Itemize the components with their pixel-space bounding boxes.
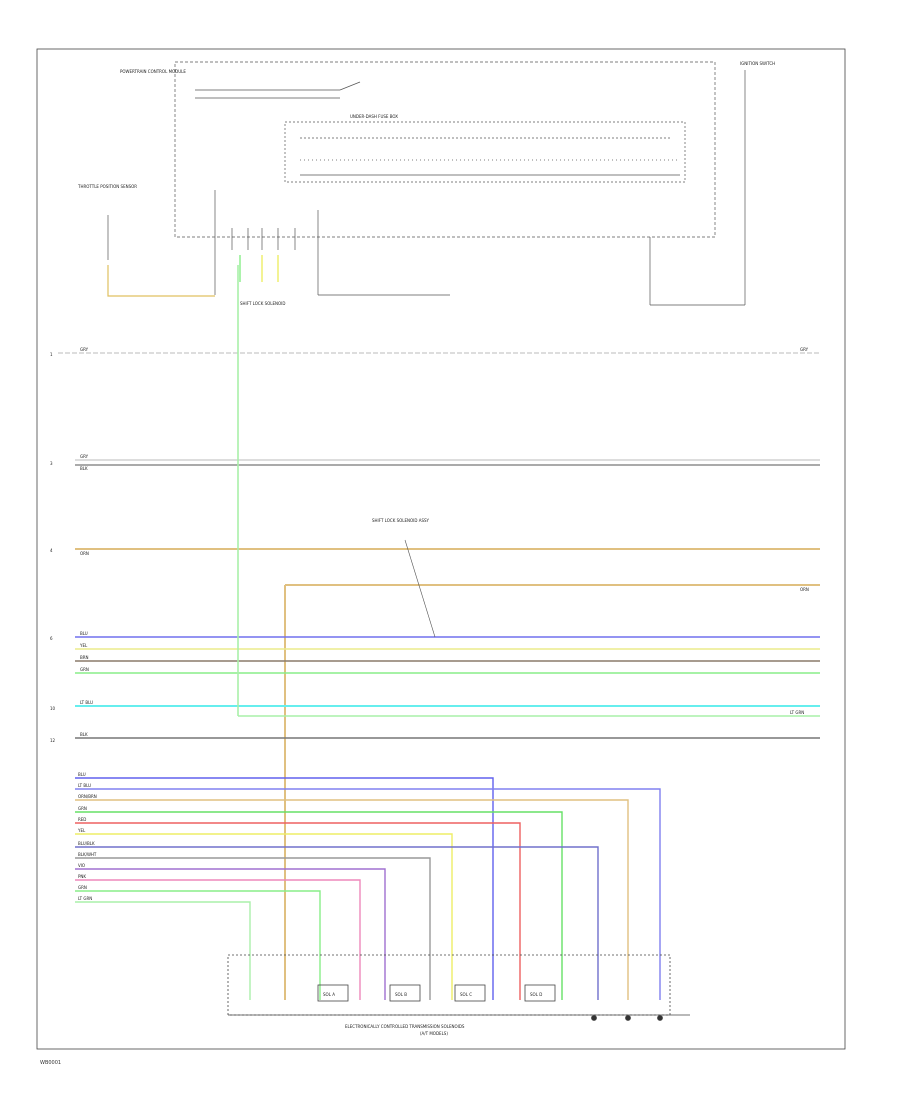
left-module-label: THROTTLE POSITION SENSOR: [77, 184, 137, 189]
top-right-label: IGNITION SWITCH: [740, 61, 775, 66]
page-id: WB0001: [40, 1060, 62, 1066]
lower-wire-label: RED: [78, 817, 86, 822]
solenoid-assembly: [227, 954, 690, 1021]
top-left-label: POWERTRAIN CONTROL MODULE: [120, 69, 186, 74]
bus-label: LT BLU: [80, 700, 93, 705]
solenoid-label: SOL D: [530, 992, 542, 997]
ground-point: [657, 1015, 663, 1021]
bus-label: ORN: [80, 551, 89, 556]
solenoid-box: [317, 984, 349, 1002]
short-stubs: [239, 255, 279, 282]
lower-wire-label: GRN: [78, 806, 87, 811]
lower-wire-label: BLU: [78, 772, 86, 777]
shift-lock-label: SHIFT LOCK SOLENOID: [240, 301, 285, 306]
solenoid-labels: SOL A SOL B SOL C SOL D: [323, 992, 542, 997]
lower-wire-labels: BLU LT BLU ORN/BRN GRN RED YEL BLU/BLK B…: [77, 772, 97, 901]
bus-lines: [58, 265, 820, 1000]
wire-note: SHIFT LOCK SOLENOID ASSY: [372, 518, 430, 523]
lower-wire-label: YEL: [77, 828, 86, 833]
control-module-box: [174, 61, 716, 238]
bus-label: BLU: [80, 631, 88, 636]
solenoid-box: [524, 984, 556, 1002]
bus-label: GRN: [80, 667, 89, 672]
fuse-box: [284, 121, 686, 183]
bus-label: BLK: [80, 732, 88, 737]
solenoid-label: SOL A: [323, 992, 335, 997]
solenoid-label: SOL C: [460, 992, 472, 997]
row-number: 4: [50, 548, 53, 553]
bus-label: LT GRN: [790, 710, 804, 715]
row-numbers: 1 3 4 6 10 12: [50, 352, 56, 743]
lower-wire-label: PNK: [78, 874, 86, 879]
ground-point: [625, 1015, 631, 1021]
bottom-component-label: ELECTRONICALLY CONTROLLED TRANSMISSION S…: [345, 1024, 465, 1029]
lower-wires: [75, 777, 661, 1000]
bus-label: BRN: [80, 655, 89, 660]
solenoid-box: [454, 984, 486, 1002]
row-number: 6: [50, 636, 53, 641]
lower-wire-label: LT GRN: [78, 896, 92, 901]
fuse-box-label: UNDER-DASH FUSE BOX: [350, 114, 398, 119]
sensor-wire: [107, 265, 215, 297]
lower-wire-label: LT BLU: [78, 783, 91, 788]
bus-label: GRY: [80, 454, 89, 459]
solenoid-housing: [227, 954, 671, 1016]
top-section: [107, 61, 746, 306]
lower-wire-label: BLU/BLK: [78, 841, 95, 846]
bus-label: GRY: [80, 347, 89, 352]
row-number: 3: [50, 461, 53, 466]
row-number: 10: [50, 706, 56, 711]
solenoid-label: SOL B: [395, 992, 407, 997]
lower-wire-label: VIO: [78, 863, 85, 868]
lower-wire-label: BLK/WHT: [78, 852, 97, 857]
bus-label: GRY: [800, 347, 809, 352]
row-number: 12: [50, 738, 56, 743]
bus-label: ORN: [800, 587, 809, 592]
bus-label: BLK: [80, 466, 88, 471]
row-number: 1: [50, 352, 53, 357]
lower-wire-label: ORN/BRN: [78, 794, 97, 799]
diagram-frame: [36, 48, 846, 1050]
bottom-sub-label: (A/T MODELS): [420, 1031, 448, 1036]
lower-wire-label: GRN: [78, 885, 87, 890]
bus-label: YEL: [79, 643, 88, 648]
ground-point: [591, 1015, 597, 1021]
solenoid-box: [389, 984, 421, 1002]
bus-labels: GRY GRY GRY BLK ORN ORN BLU YEL BRN GRN …: [79, 347, 809, 737]
